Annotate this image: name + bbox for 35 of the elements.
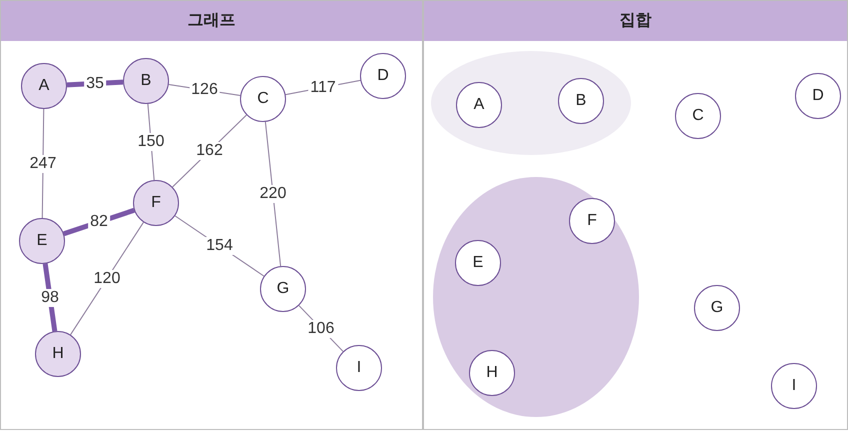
vertex-circle: G [260,266,306,312]
vertex-circle: D [360,53,406,99]
vertex-circle: C [240,76,286,122]
vertex-circle: E [455,240,501,286]
vertex-circle: B [123,58,169,104]
edge-label: 154 [204,237,235,255]
vertex-circle: G [694,285,740,331]
vertex-circle: C [675,93,721,139]
panel [0,0,423,430]
vertex-circle: F [133,180,179,226]
edge-label: 247 [28,154,58,172]
panel-heading: 집합 [424,1,847,41]
edge-label: 162 [194,142,225,160]
vertex-circle: H [35,331,81,377]
edge-label: 120 [92,270,122,288]
vertex-circle: D [795,73,841,119]
vertex-circle: B [558,78,604,124]
panel-heading: 그래프 [1,1,422,41]
vertex-circle: A [21,63,67,109]
edge-line [42,263,58,332]
edge-label: 98 [39,288,61,306]
vertex-circle: F [569,198,615,244]
edge-label: 220 [258,185,288,203]
edge-line [66,80,124,88]
panel [423,0,848,430]
vertex-circle: I [336,345,382,391]
edge-line [264,121,282,267]
edge-label: 150 [136,133,166,151]
edge-label: 82 [88,213,110,231]
edge-label: 106 [306,320,336,338]
vertex-circle: I [771,363,817,409]
vertex-circle: H [469,350,515,396]
vertex-circle: E [19,218,65,264]
edge-line [63,208,135,236]
vertex-circle: A [456,82,502,128]
